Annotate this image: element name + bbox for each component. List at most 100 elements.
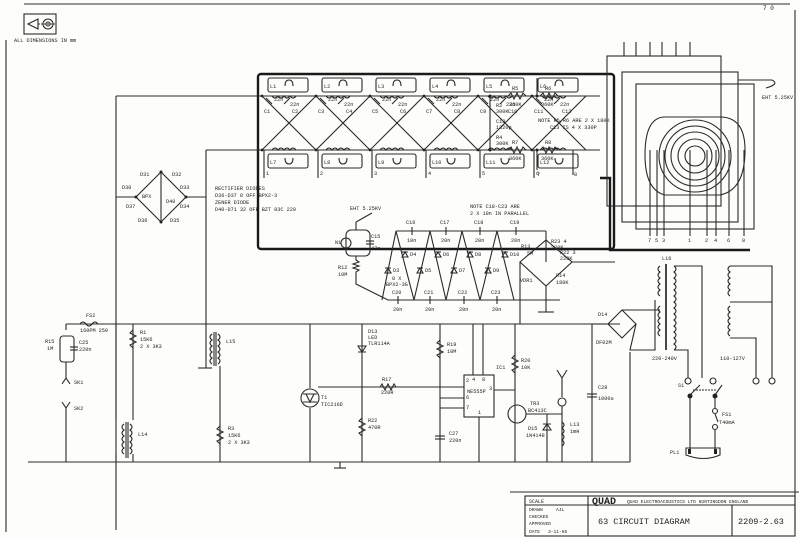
capacitor-value: 22n bbox=[452, 102, 461, 108]
r22-value: 470R bbox=[368, 425, 380, 431]
r8-value: 360K bbox=[541, 156, 554, 162]
diode-icon bbox=[466, 250, 474, 258]
l15-label: L15 bbox=[226, 339, 235, 345]
capacitor-label: C10 bbox=[508, 109, 517, 115]
d14-value: DF02M bbox=[596, 340, 612, 346]
tap-number: 4 bbox=[428, 171, 431, 177]
bridge-diode-label: D40 bbox=[166, 199, 175, 205]
r17-label: R17 bbox=[382, 377, 391, 383]
tap-7: 7 bbox=[537, 172, 540, 178]
r4-value: 300K bbox=[496, 141, 509, 147]
inductor-bottom-label: L7 bbox=[270, 160, 276, 166]
diode-label: D9 bbox=[493, 268, 499, 274]
capacitor-label: C3 bbox=[318, 109, 324, 115]
note-rectifier-line3: ZENER DIODE bbox=[215, 200, 249, 206]
t1-value: TIC216D bbox=[321, 402, 343, 408]
ic1-label: IC1 bbox=[496, 365, 505, 371]
note-r5r6-line1: NOTE R5,R6 ARE 2 X 180K bbox=[538, 118, 610, 124]
inductor-top-label: L4 bbox=[432, 84, 438, 90]
r1-value2: 2 X 3K3 bbox=[140, 344, 162, 350]
d15-value: 1N4148 bbox=[526, 433, 545, 439]
c15-label: C15 bbox=[371, 234, 380, 240]
voltage-terminal-110[interactable] bbox=[752, 377, 760, 385]
r5-label: R5 bbox=[512, 86, 518, 92]
panel-tab-label: 4 bbox=[714, 238, 717, 244]
r5-value: 360K bbox=[509, 102, 522, 108]
r7-label: R7 bbox=[512, 140, 518, 146]
c28-value: 1000u bbox=[598, 396, 614, 402]
tap-number: 1 bbox=[266, 171, 269, 177]
diode-label: D4 bbox=[410, 252, 416, 258]
capacitor-label: C7 bbox=[426, 109, 432, 115]
capacitor-label: C2 bbox=[292, 109, 298, 115]
title-block: SCALE QUAD QUAD ELECTROACOUSTICS LTD HUN… bbox=[510, 491, 799, 537]
r14-value: 180K bbox=[556, 280, 569, 286]
d13-label: D13 bbox=[368, 329, 377, 335]
drawn-by: AJL bbox=[556, 507, 565, 513]
r20-label: R20 bbox=[521, 358, 530, 364]
capacitor-value: 22n bbox=[506, 102, 515, 108]
panel-tab-label: 1 bbox=[688, 238, 691, 244]
diode-icon bbox=[416, 266, 424, 274]
scale-label: SCALE bbox=[529, 499, 544, 505]
r15-value: 1M bbox=[47, 346, 53, 352]
capacitor-value: 20n bbox=[441, 238, 450, 244]
c25-value: 220n bbox=[79, 347, 91, 353]
d13-value: TLR114A bbox=[368, 341, 391, 347]
diode-icon bbox=[384, 266, 392, 274]
c27-value: 220n bbox=[449, 438, 461, 444]
eht-top-label: EHT 5.25KV bbox=[762, 95, 794, 101]
brand-logo: QUAD bbox=[592, 497, 616, 508]
tr3-label: TR3 bbox=[530, 401, 539, 407]
diode-label: D7 bbox=[459, 268, 465, 274]
r2-value: 300K bbox=[496, 109, 509, 115]
r8-label: R8 bbox=[545, 140, 551, 146]
diode-label: D10 bbox=[510, 252, 519, 258]
diode-label: D5 bbox=[425, 268, 431, 274]
voltage-terminal-110b[interactable] bbox=[768, 377, 776, 385]
panel-tab-label: 3 bbox=[662, 238, 665, 244]
inductor-top-label: L5 bbox=[486, 84, 492, 90]
date-label: DATE bbox=[529, 529, 540, 535]
capacitor-value: 10n bbox=[407, 238, 416, 244]
note-c18-line2: 2 X 10n IN PARALLEL bbox=[470, 211, 529, 217]
capacitor-value: 22n bbox=[344, 102, 353, 108]
capacitor-label: C12 bbox=[562, 109, 571, 115]
r22-label: R22 bbox=[368, 418, 377, 424]
d3-note: 8 X bbox=[392, 276, 402, 282]
r6-value: 360K bbox=[541, 102, 554, 108]
note-rectifier-line2: D36-D37 8 OFF BPX2-3 bbox=[215, 193, 277, 199]
bridge-diode-label: D32 bbox=[172, 172, 181, 178]
capacitor-value: 20n bbox=[459, 307, 468, 313]
ic-pin-label: 2 bbox=[466, 378, 469, 384]
mains-transformer: L16 220-240V 110-127V S1 FS1 T40mA PL1 bbox=[652, 256, 776, 460]
inductor-bottom-label: L12 bbox=[540, 160, 549, 166]
inductor-top-label: L2 bbox=[324, 84, 330, 90]
fs2-label: FS2 bbox=[86, 313, 95, 319]
capacitor-value: 22n bbox=[274, 97, 283, 103]
c28-label: C28 bbox=[598, 385, 607, 391]
r22-label: R22 3 bbox=[560, 250, 576, 256]
capacitor-label: C11 bbox=[534, 109, 543, 115]
r12-value: 10M bbox=[338, 272, 347, 278]
capacitor-label: C20 bbox=[392, 290, 401, 296]
capacitor-label: C6 bbox=[400, 109, 406, 115]
r23-value: 220K bbox=[551, 245, 564, 251]
bridge-diode-label: D30 bbox=[122, 185, 131, 191]
c13-value: 1320p bbox=[496, 125, 512, 131]
ic-pin-label: 7 bbox=[466, 405, 469, 411]
d3-note: BPX2-3G bbox=[386, 282, 408, 288]
capacitor-value: 20n bbox=[511, 238, 520, 244]
bridge-diode-label: D33 bbox=[180, 185, 189, 191]
voltage-220-label: 220-240V bbox=[652, 356, 678, 362]
t1-label: T1 bbox=[321, 395, 327, 401]
r19-label: R19 bbox=[447, 342, 456, 348]
d14-label: D14 bbox=[598, 312, 607, 318]
l13-label: L13 bbox=[570, 422, 579, 428]
diode-label: D8 bbox=[475, 252, 481, 258]
n1-label: N1 bbox=[335, 240, 341, 246]
r4-label: R4 bbox=[496, 135, 502, 141]
